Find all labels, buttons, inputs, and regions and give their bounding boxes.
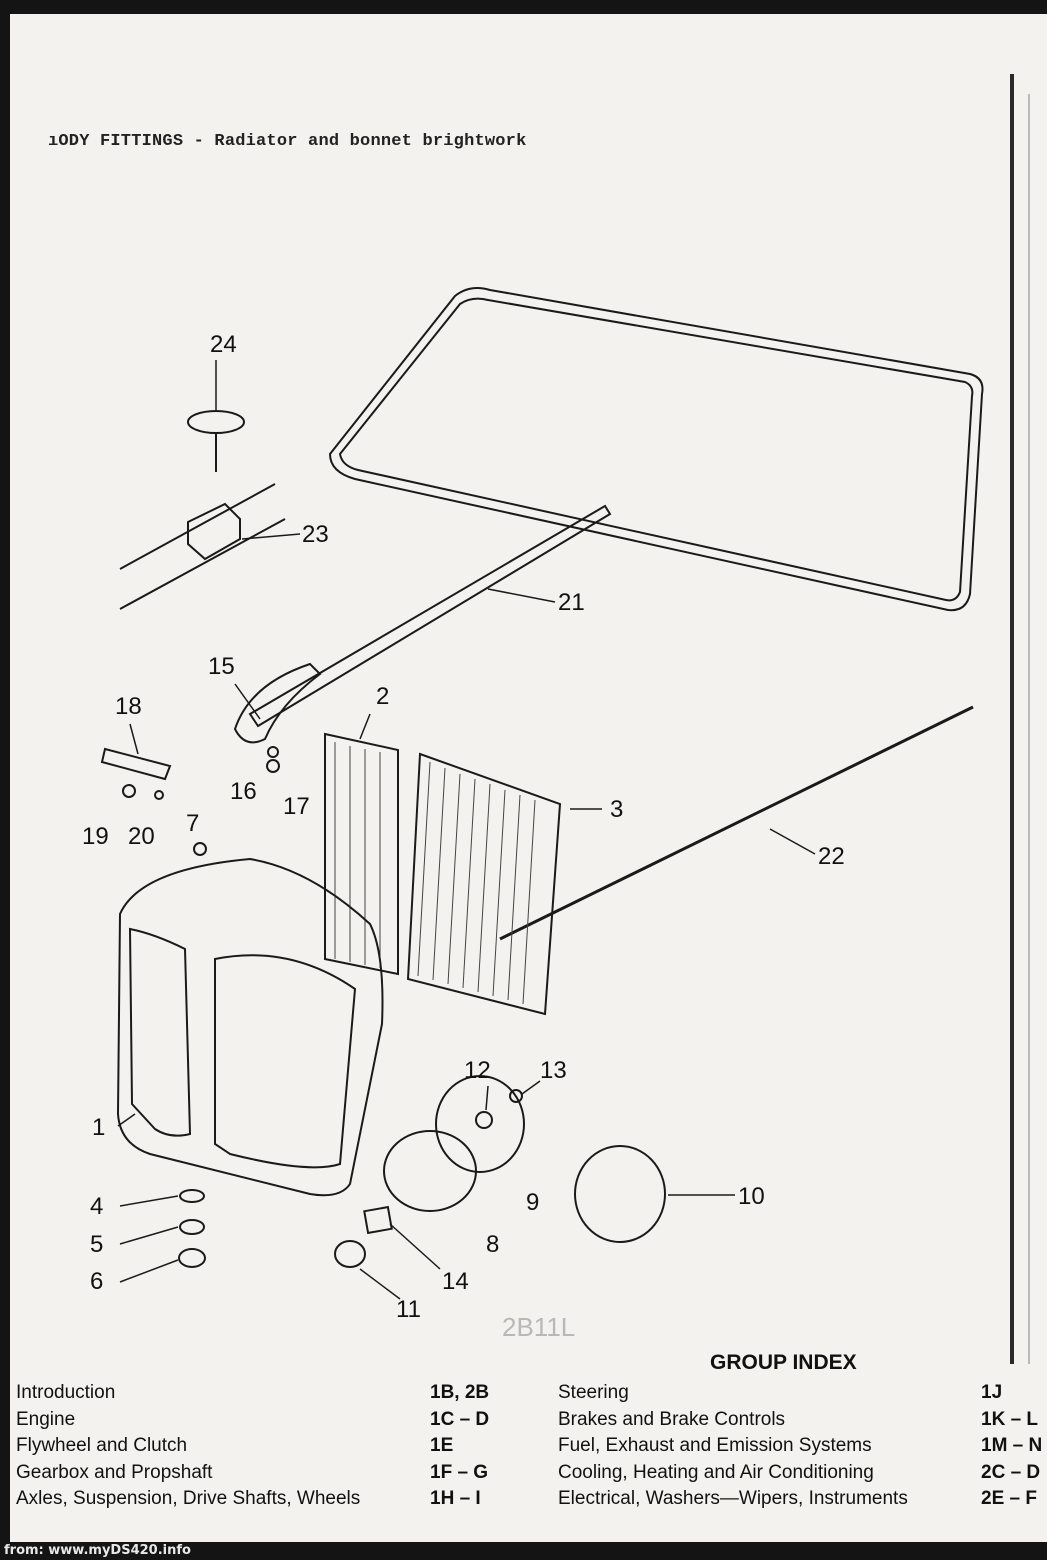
callout-1: 1 bbox=[92, 1114, 105, 1141]
part-lamp-ring bbox=[435, 1075, 525, 1173]
index-label: Flywheel and Clutch bbox=[16, 1435, 188, 1457]
callout-17: 17 bbox=[283, 793, 310, 820]
index-label: Steering bbox=[558, 1382, 629, 1404]
index-code: 1J bbox=[981, 1382, 1003, 1404]
index-label: Brakes and Brake Controls bbox=[558, 1408, 786, 1430]
callout-12: 12 bbox=[464, 1057, 491, 1084]
index-row[interactable]: Electrical, Washers—Wipers, Instruments … bbox=[558, 1486, 1047, 1513]
part-gasket bbox=[574, 1145, 666, 1243]
part-radiator-shell bbox=[116, 857, 384, 1197]
callout-14: 14 bbox=[442, 1268, 469, 1295]
part-mascot-cap bbox=[187, 410, 245, 434]
index-code: 2C – D bbox=[981, 1461, 1041, 1483]
index-code: 1B, 2B bbox=[430, 1382, 490, 1404]
part-surround-frame-inner bbox=[338, 297, 974, 602]
part-surround-frame bbox=[328, 287, 984, 612]
callout-3: 3 bbox=[610, 796, 623, 823]
part-bonnet-strip bbox=[248, 504, 612, 728]
page-heading: ıODY FITTINGS - Radiator and bonnet brig… bbox=[48, 132, 527, 151]
index-code: 1F – G bbox=[430, 1461, 489, 1483]
callout-7: 7 bbox=[186, 810, 199, 837]
callout-10: 10 bbox=[738, 1183, 765, 1210]
index-label: Electrical, Washers—Wipers, Instruments bbox=[558, 1488, 908, 1510]
index-row[interactable]: Steering 1J bbox=[558, 1380, 1047, 1407]
callout-5: 5 bbox=[90, 1231, 103, 1258]
index-row[interactable]: Gearbox and Propshaft 1F – G bbox=[16, 1460, 496, 1487]
callout-9: 9 bbox=[526, 1189, 539, 1216]
index-row[interactable]: Axles, Suspension, Drive Shafts, Wheels … bbox=[16, 1486, 496, 1513]
callout-4: 4 bbox=[90, 1193, 103, 1220]
index-code: 1K – L bbox=[981, 1408, 1039, 1430]
index-label: Engine bbox=[16, 1408, 76, 1430]
index-row[interactable]: Fuel, Exhaust and Emission Systems 1M – … bbox=[558, 1433, 1047, 1460]
index-row[interactable]: Introduction 1B, 2B bbox=[16, 1380, 496, 1407]
index-row[interactable]: Flywheel and Clutch 1E bbox=[16, 1433, 496, 1460]
index-code: 1E bbox=[430, 1435, 454, 1457]
index-label: Fuel, Exhaust and Emission Systems bbox=[558, 1435, 872, 1457]
callout-24: 24 bbox=[210, 331, 237, 358]
callout-16: 16 bbox=[230, 778, 257, 805]
callout-21: 21 bbox=[558, 589, 585, 616]
index-row[interactable]: Engine 1C – D bbox=[16, 1407, 496, 1434]
group-index-right-column: Steering 1J Brakes and Brake Controls 1K… bbox=[558, 1380, 1047, 1513]
pencil-note: 2B11L bbox=[502, 1312, 575, 1342]
catalogue-page: ıODY FITTINGS - Radiator and bonnet brig… bbox=[10, 14, 1047, 1542]
part-mascot bbox=[233, 662, 322, 744]
index-label: Gearbox and Propshaft bbox=[16, 1461, 213, 1483]
callout-11: 11 bbox=[396, 1296, 421, 1323]
source-footer: from: www.myDS420.info bbox=[4, 1543, 191, 1558]
group-index-left-column: Introduction 1B, 2B Engine 1C – D Flywhe… bbox=[16, 1380, 496, 1513]
callout-8: 8 bbox=[486, 1231, 499, 1258]
callout-2: 2 bbox=[376, 683, 389, 710]
index-code: 1C – D bbox=[430, 1408, 490, 1430]
callout-13: 13 bbox=[540, 1057, 567, 1084]
part-grille-right bbox=[406, 752, 562, 1016]
index-label: Cooling, Heating and Air Conditioning bbox=[558, 1461, 874, 1483]
part-grille-left bbox=[324, 732, 399, 976]
index-code: 1H – I bbox=[430, 1488, 481, 1510]
drawing-frame bbox=[10, 74, 1014, 1364]
callout-18: 18 bbox=[115, 693, 142, 720]
callout-20: 20 bbox=[128, 823, 155, 850]
callout-22: 22 bbox=[818, 843, 845, 870]
index-row[interactable]: Cooling, Heating and Air Conditioning 2C… bbox=[558, 1460, 1047, 1487]
part-clip bbox=[100, 747, 172, 781]
callout-23: 23 bbox=[302, 521, 329, 548]
index-code: 1M – N bbox=[981, 1435, 1043, 1457]
callout-19: 19 bbox=[82, 823, 109, 850]
exploded-parts-diagram: 24 23 21 15 18 2 16 17 3 19 20 7 22 12 1… bbox=[82, 287, 984, 1342]
callout-6: 6 bbox=[90, 1268, 103, 1295]
group-index-title: GROUP INDEX bbox=[710, 1351, 857, 1374]
part-rod bbox=[499, 705, 974, 941]
part-lamp-lens bbox=[383, 1130, 477, 1212]
part-bracket bbox=[119, 483, 286, 610]
index-row[interactable]: Brakes and Brake Controls 1K – L bbox=[558, 1407, 1047, 1434]
callout-15: 15 bbox=[208, 653, 235, 680]
index-label: Introduction bbox=[16, 1382, 116, 1404]
adjacent-page-edge bbox=[1028, 94, 1047, 1364]
index-label: Axles, Suspension, Drive Shafts, Wheels bbox=[16, 1488, 361, 1510]
index-code: 2E – F bbox=[981, 1488, 1037, 1510]
